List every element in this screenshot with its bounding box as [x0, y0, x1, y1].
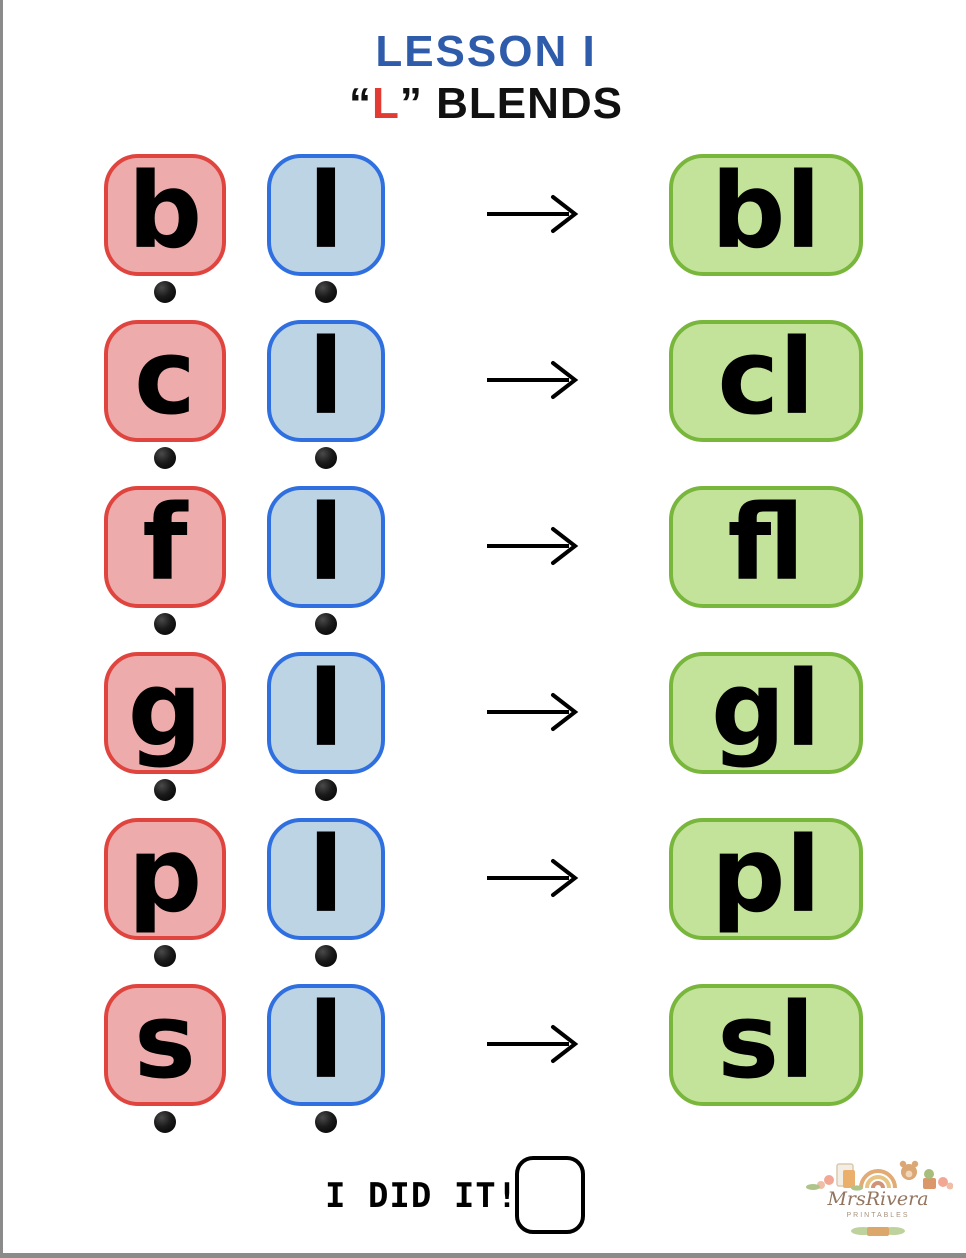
first-letter-glyph: g [127, 648, 203, 770]
result-blend-tile[interactable]: bl [669, 154, 863, 276]
first-letter-glyph: s [134, 980, 196, 1102]
connector-dot [154, 613, 176, 635]
page-header: LESSON I “L” BLENDS [3, 30, 966, 126]
connector-dot [154, 945, 176, 967]
second-letter-glyph: l [308, 482, 344, 604]
second-letter-tile[interactable]: l [267, 486, 385, 608]
connector-dot [315, 447, 337, 469]
first-letter-glyph: c [134, 316, 196, 438]
second-letter-glyph: l [308, 316, 344, 438]
second-letter-tile[interactable]: l [267, 154, 385, 276]
connector-dot [315, 945, 337, 967]
arrow-right-icon [487, 693, 579, 731]
first-letter-tile[interactable]: f [104, 486, 226, 608]
result-blend-tile[interactable]: pl [669, 818, 863, 940]
result-blend-glyph: sl [717, 980, 815, 1102]
result-blend-tile[interactable]: gl [669, 652, 863, 774]
second-letter-glyph: l [308, 980, 344, 1102]
connector-dot [315, 1111, 337, 1133]
arrow-right-icon [487, 361, 579, 399]
arrow-right-icon [487, 1025, 579, 1063]
first-letter-tile[interactable]: b [104, 154, 226, 276]
result-blend-glyph: pl [710, 814, 822, 936]
watermark-laurel-icon [851, 1227, 905, 1236]
brand-watermark: MrsRivera PRINTABLES [803, 1154, 954, 1238]
watermark-illustration-icon [806, 1160, 954, 1191]
result-blend-tile[interactable]: cl [669, 320, 863, 442]
second-letter-glyph: l [308, 150, 344, 272]
arrow-right-icon [487, 195, 579, 233]
subtitle-suffix: ” BLENDS [399, 79, 623, 128]
watermark-brand-name: MrsRivera [827, 1188, 929, 1210]
subtitle-highlight-letter: L [371, 79, 400, 128]
first-letter-glyph: f [142, 482, 188, 604]
arrow-right-icon [487, 527, 579, 565]
page-subtitle: “L” BLENDS [3, 82, 966, 126]
first-letter-glyph: b [127, 150, 203, 272]
second-letter-glyph: l [308, 648, 344, 770]
result-blend-tile[interactable]: fl [669, 486, 863, 608]
connector-dot [154, 281, 176, 303]
connector-dot [154, 447, 176, 469]
connector-dot [154, 1111, 176, 1133]
first-letter-tile[interactable]: c [104, 320, 226, 442]
second-letter-tile[interactable]: l [267, 984, 385, 1106]
first-letter-tile[interactable]: s [104, 984, 226, 1106]
first-letter-glyph: p [127, 814, 203, 936]
result-blend-glyph: bl [710, 150, 822, 272]
second-letter-tile[interactable]: l [267, 652, 385, 774]
result-blend-glyph: cl [717, 316, 815, 438]
watermark-brand-sub: PRINTABLES [846, 1212, 910, 1219]
second-letter-glyph: l [308, 814, 344, 936]
i-did-it-label: I DID IT! [325, 1176, 519, 1216]
result-blend-glyph: gl [710, 648, 822, 770]
result-blend-glyph: fl [727, 482, 805, 604]
i-did-it-checkbox[interactable] [515, 1156, 585, 1234]
first-letter-tile[interactable]: p [104, 818, 226, 940]
connector-dot [315, 281, 337, 303]
connector-dot [315, 779, 337, 801]
connector-dot [315, 613, 337, 635]
page-footer: I DID IT! [3, 1146, 966, 1253]
arrow-right-icon [487, 859, 579, 897]
second-letter-tile[interactable]: l [267, 818, 385, 940]
lesson-title: LESSON I [375, 27, 597, 76]
subtitle-open-quote: “ [348, 79, 372, 128]
second-letter-tile[interactable]: l [267, 320, 385, 442]
first-letter-tile[interactable]: g [104, 652, 226, 774]
connector-dot [154, 779, 176, 801]
result-blend-tile[interactable]: sl [669, 984, 863, 1106]
